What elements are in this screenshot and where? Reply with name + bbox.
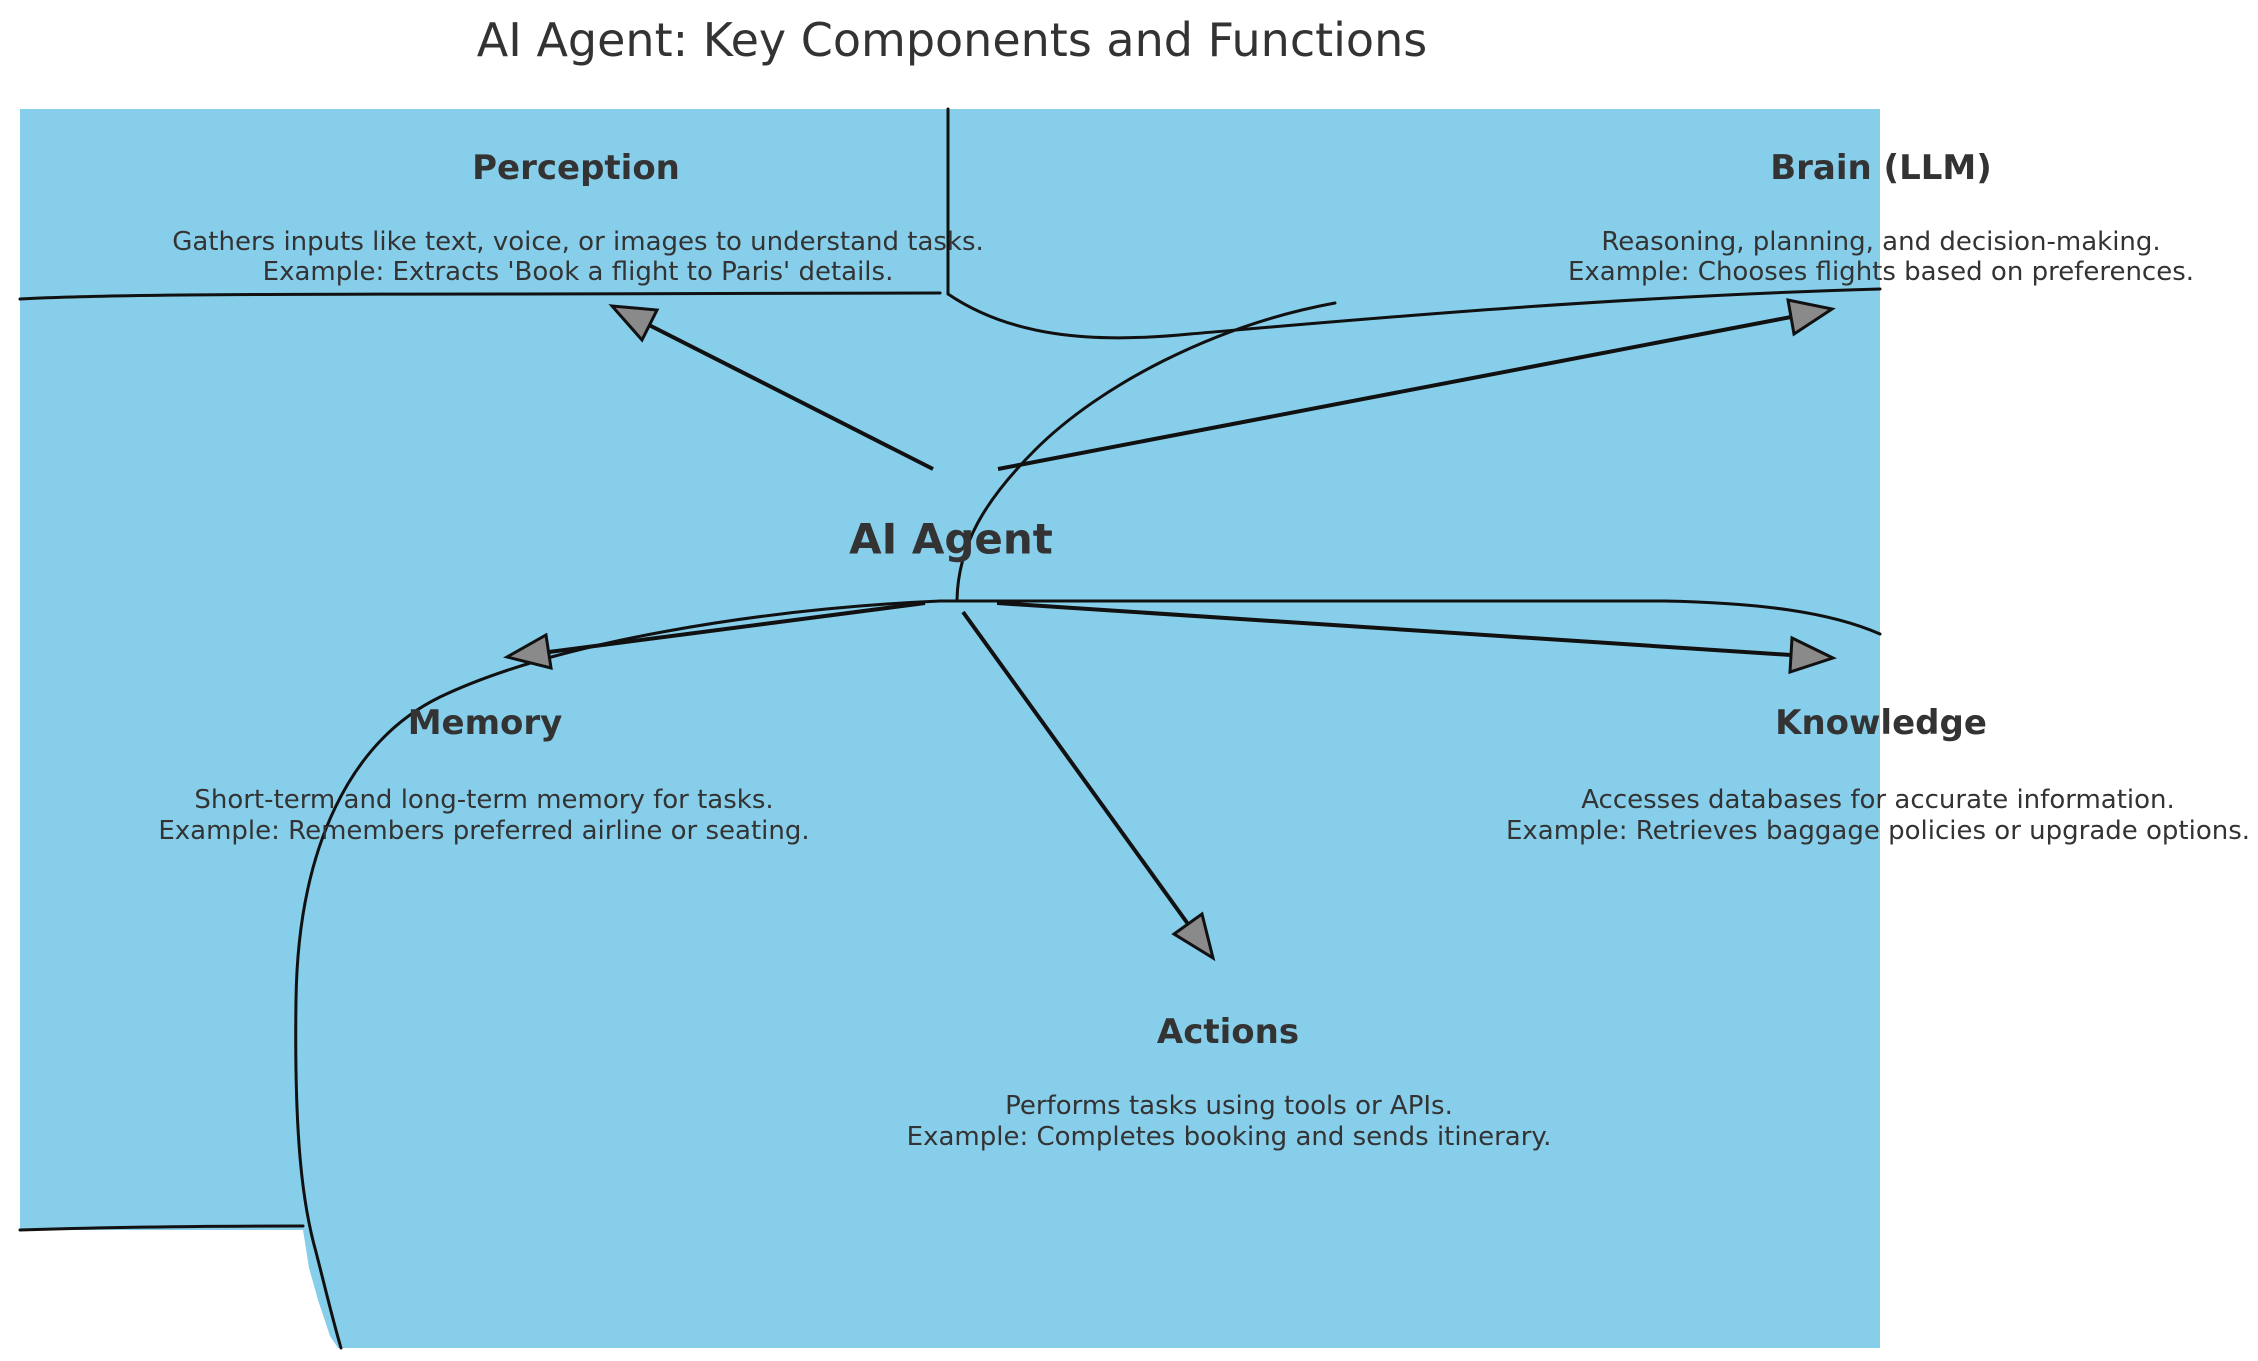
arrow-head-actions [1171, 911, 1216, 962]
arrow-shaft-perception [648, 323, 934, 471]
arrow-shaft-actions [961, 610, 1190, 926]
node-brain-desc-line2: Example: Chooses flights based on prefer… [1567, 257, 2195, 287]
node-memory-desc-line1: Short-term and long-term memory for task… [194, 785, 774, 815]
node-memory-desc-line2: Example: Remembers preferred airline or … [158, 816, 810, 846]
node-perception-desc-line1: Gathers inputs like text, voice, or imag… [172, 227, 984, 257]
arrows [502, 298, 1837, 962]
arrow-head-brain [1786, 298, 1836, 337]
brain-bottom-edge [946, 287, 1882, 340]
blue-region [20, 109, 1880, 1348]
node-brain-label: Brain (LLM) [1770, 148, 1992, 188]
actions-outline [294, 599, 1882, 1350]
node-actions-desc-line2: Example: Completes booking and sends iti… [906, 1122, 1552, 1152]
node-actions-desc-line1: Performs tasks using tools or APIs. [1005, 1091, 1453, 1121]
node-knowledge-label: Knowledge [1775, 703, 1987, 743]
memory-bottom-edge [18, 1224, 305, 1232]
knowledge-left-edge [955, 301, 1337, 602]
arrow-shaft-memory [548, 601, 926, 654]
arrow-shaft-knowledge [996, 601, 1792, 657]
arrow-head-knowledge [1788, 635, 1837, 675]
perception-bottom-edge [18, 291, 942, 301]
node-actions-label: Actions [1156, 1012, 1300, 1052]
arrow-head-perception [608, 304, 660, 343]
figure-title: AI Agent: Key Components and Functions [476, 13, 1428, 67]
box-boundaries [18, 107, 1882, 1350]
bottom-left-white-notch [20, 1230, 338, 1348]
node-knowledge-desc-line2: Example: Retrieves baggage policies or u… [1505, 816, 2251, 846]
node-knowledge-desc-line1: Accesses databases for accurate informat… [1581, 785, 2175, 815]
node-memory-label: Memory [407, 703, 563, 743]
arrow-head-memory [502, 632, 553, 671]
arrow-shaft-brain [997, 315, 1792, 471]
node-brain-desc-line1: Reasoning, planning, and decision-making… [1601, 227, 2161, 257]
node-perception-label: Perception [472, 148, 680, 188]
center-node-label: AI Agent [849, 514, 1053, 564]
node-perception-desc-line2: Example: Extracts 'Book a flight to Pari… [262, 257, 894, 287]
